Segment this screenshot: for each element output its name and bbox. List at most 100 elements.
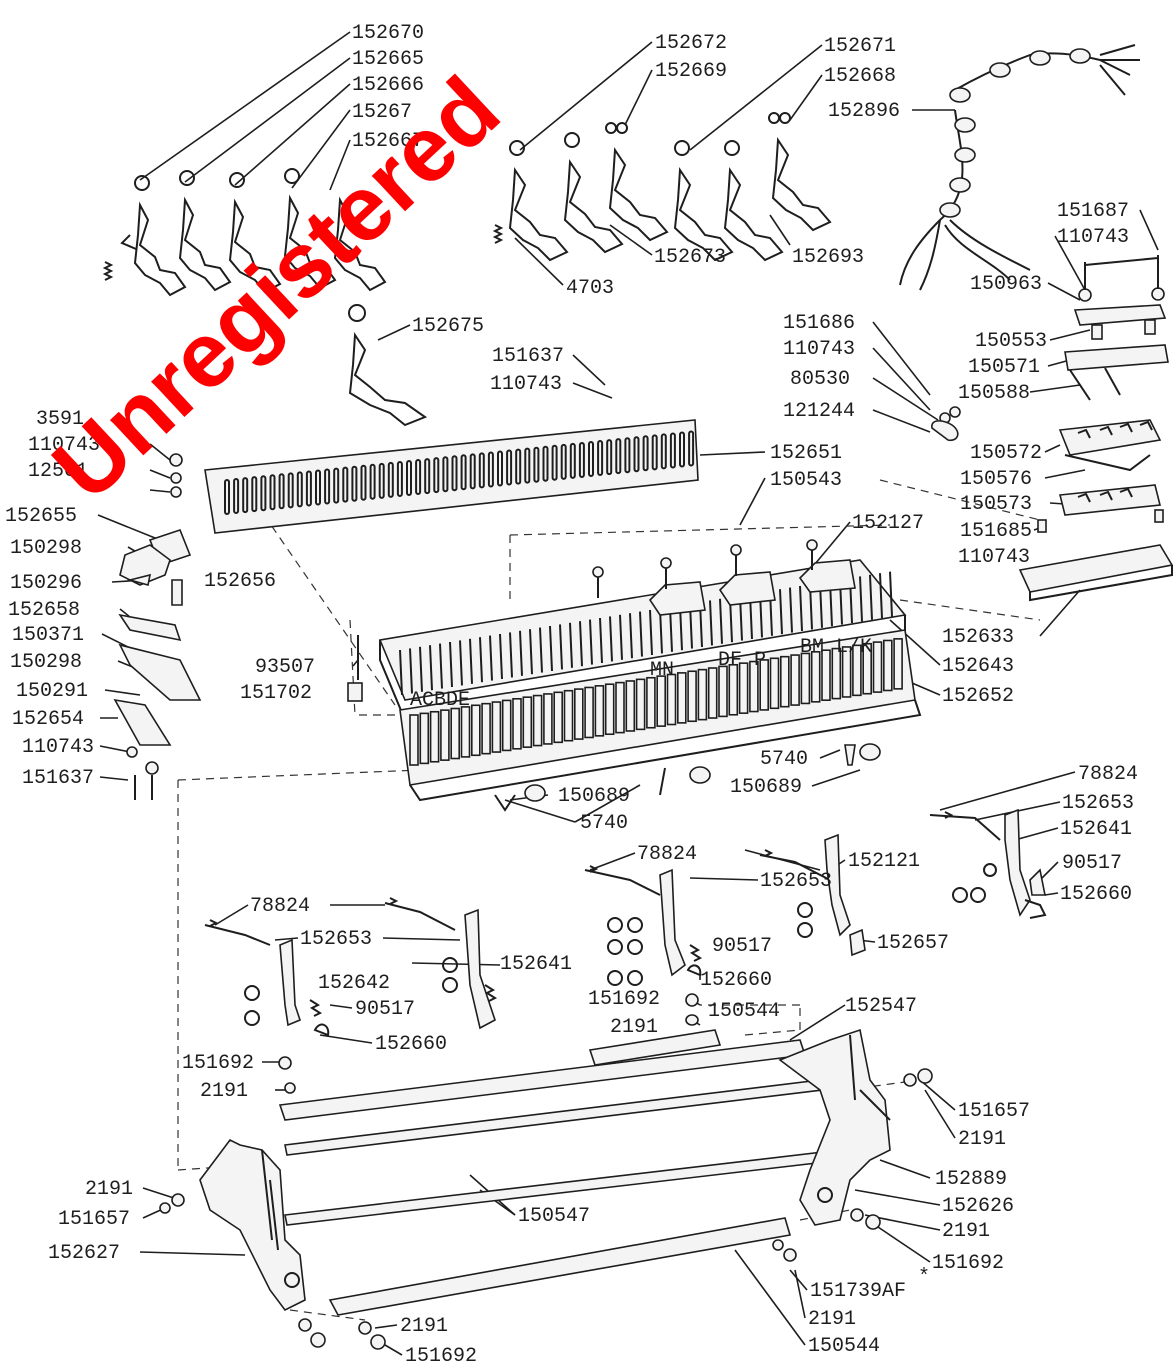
comb-tooth — [879, 573, 883, 619]
key-cap — [718, 665, 728, 718]
label-151692-b: 151692 — [182, 1052, 254, 1075]
plate-slot — [497, 450, 503, 487]
key-cap — [491, 701, 502, 753]
key-cap — [707, 667, 718, 719]
perforated-plate-152651 — [204, 419, 699, 534]
label-2191-a: 2191 — [610, 1016, 658, 1039]
comb-tooth — [469, 638, 473, 684]
label-151657-a: 151657 — [958, 1100, 1030, 1123]
plate-slot — [396, 460, 403, 497]
plate-slot — [360, 464, 367, 501]
label-152654: 152654 — [12, 708, 84, 731]
plate-slot — [351, 465, 358, 502]
key-cap — [779, 655, 790, 708]
key-cap — [594, 685, 605, 737]
comb-tooth — [869, 574, 873, 620]
comb-tooth — [649, 609, 653, 656]
plate-slot — [242, 477, 249, 514]
label-2191-b: 2191 — [200, 1080, 248, 1103]
plate-slot — [315, 469, 321, 506]
key-letters-acbde: ACBDE — [410, 689, 470, 712]
key-cap — [419, 712, 430, 765]
label-151692-d: 151692 — [405, 1345, 477, 1368]
key-letters-dfp: DF P — [718, 649, 766, 672]
plate-slot — [251, 476, 258, 513]
plate-slot — [551, 444, 558, 481]
label-150553: 150553 — [975, 330, 1047, 353]
comb-tooth — [419, 646, 423, 692]
key-cap — [470, 704, 481, 757]
plate-slot — [615, 438, 622, 475]
bottom-frame — [159, 1028, 933, 1350]
part-number-labels: 152670 152665 152666 15267 152667 152672… — [5, 22, 1138, 1368]
key-cap — [728, 663, 739, 716]
label-90517-a: 90517 — [1062, 852, 1122, 875]
key-cap — [625, 680, 636, 732]
label-152633: 152633 — [942, 626, 1014, 649]
label-152665: 152665 — [352, 48, 424, 71]
key-cap — [841, 646, 852, 698]
key-cap — [872, 641, 883, 693]
label-150689-a: 150689 — [558, 785, 630, 808]
comb-tooth — [529, 629, 533, 675]
plate-slot — [560, 443, 567, 480]
label-152653-b: 152653 — [760, 870, 832, 893]
key-cap — [553, 691, 564, 744]
left-plate-stack — [113, 453, 202, 800]
plate-slot — [669, 432, 676, 469]
label-152660-b: 152660 — [700, 969, 772, 992]
main-comb-assembly: MN DF P BM L/K ACBDE — [347, 539, 922, 802]
comb-tooth — [619, 614, 623, 660]
key-cap — [481, 702, 491, 755]
label-12501: 12501 — [28, 460, 88, 483]
label-150371: 150371 — [12, 624, 84, 647]
label-93507: 93507 — [255, 656, 315, 679]
plate-slot — [588, 441, 594, 477]
plate-slot — [324, 468, 331, 505]
comb-tooth — [789, 587, 793, 633]
label-110743-b: 110743 — [783, 338, 855, 361]
label-152675: 152675 — [412, 315, 484, 338]
comb-pieces-left — [102, 168, 387, 297]
comb-tooth — [799, 585, 803, 632]
label-150963: 150963 — [970, 273, 1042, 296]
label-152653-c: 152653 — [300, 928, 372, 951]
label-152670: 152670 — [352, 22, 424, 45]
label-2191-e: 2191 — [85, 1178, 133, 1201]
plate-slot — [342, 466, 349, 503]
label-152121: 152121 — [848, 850, 920, 873]
key-cap — [831, 647, 842, 700]
comb-tooth — [539, 627, 543, 673]
plate-slot — [515, 448, 522, 485]
comb-tooth — [439, 643, 443, 689]
label-152671: 152671 — [824, 35, 896, 58]
comb-tooth — [509, 632, 513, 678]
comb-tooth — [709, 600, 713, 646]
key-letters-bmlk: BM L/K — [800, 636, 872, 659]
plate-slot — [606, 439, 613, 476]
key-cap — [666, 673, 677, 726]
linkage-arms — [204, 808, 1047, 1037]
label-78824-c: 78824 — [250, 895, 310, 918]
label-152896: 152896 — [828, 100, 900, 123]
key-cap — [790, 654, 800, 706]
plate-slot — [478, 452, 485, 489]
key-cap — [893, 638, 903, 690]
key-cap — [584, 686, 594, 739]
label-4703: 4703 — [566, 277, 614, 300]
label-152667: 152667 — [352, 130, 424, 153]
label-150296: 150296 — [10, 572, 82, 595]
key-cap — [800, 652, 811, 705]
label-15267: 15267 — [352, 101, 412, 124]
label-152642: 152642 — [318, 972, 390, 995]
key-cap — [738, 662, 749, 714]
plate-slot — [442, 456, 449, 493]
plate-slot — [597, 440, 604, 477]
plate-slot — [269, 474, 276, 511]
label-151739af: 151739AF — [810, 1280, 906, 1303]
terminal-block-group — [931, 255, 1174, 602]
label-151687: 151687 — [1057, 200, 1129, 223]
key-cap — [687, 670, 697, 723]
label-152672: 152672 — [655, 32, 727, 55]
